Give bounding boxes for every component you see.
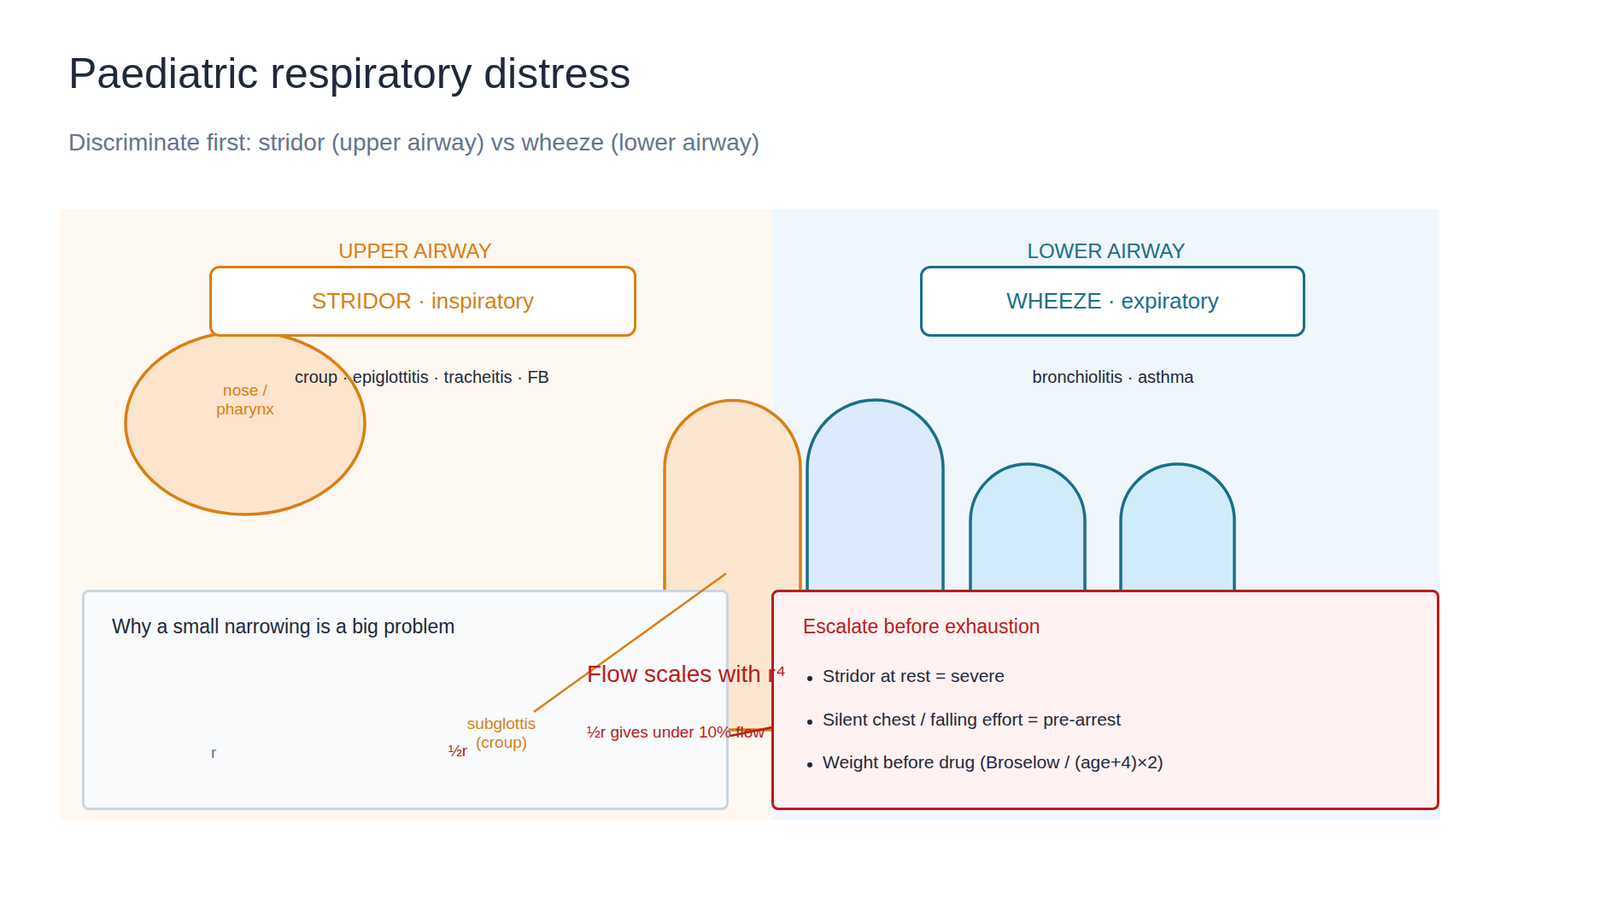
- site-label: subglottis (croup): [454, 714, 549, 752]
- band-heading: LOWER AIRWAY: [849, 238, 1363, 264]
- flow-note: ½r gives under 10% flow: [586, 721, 765, 742]
- bullet-item: Weight before drug (Broselow / (age+4)×2…: [822, 750, 1164, 773]
- explanation-box: Why a small narrowing is a big problem: [82, 589, 729, 810]
- wheeze-box: WHEEZE · expiratory: [920, 265, 1306, 337]
- bullet-item: Stridor at rest = severe: [822, 664, 1005, 686]
- condition-list: croup · epiglottitis · tracheitis · FB: [165, 366, 679, 387]
- box-heading: Why a small narrowing is a big problem: [111, 614, 455, 639]
- formula-label: Flow scales with r⁴: [586, 659, 786, 689]
- stridor-box: STRIDOR · inspiratory: [209, 265, 637, 337]
- bullet-item: Silent chest / falling effort = pre-arre…: [822, 708, 1121, 730]
- ellipse-outline: [123, 329, 367, 516]
- condition-list: bronchiolitis · asthma: [856, 366, 1370, 387]
- radius-label: ½r: [448, 740, 468, 761]
- box-heading: Escalate before exhaustion: [802, 614, 1040, 639]
- radius-label: r: [210, 742, 217, 762]
- ellipse-shape: [125, 331, 365, 515]
- lower-airway-band: LOWER AIRWAY bronchiolitis · asthma WHEEZE…: [772, 209, 1440, 820]
- band-heading: UPPER AIRWAY: [158, 238, 672, 264]
- escalation-box: Escalate before exhaustionStridor at res…: [771, 589, 1440, 810]
- region-label: nose / pharynx: [202, 380, 288, 419]
- sign-label: STRIDOR · inspiratory: [211, 287, 634, 315]
- subtitle: Discriminate first: stridor (upper airwa…: [68, 128, 760, 158]
- diagram-title: Paediatric respiratory distress: [68, 49, 632, 98]
- pharynx-ellipse: nose / pharynx: [123, 329, 367, 516]
- sign-label: WHEEZE · expiratory: [922, 287, 1303, 315]
